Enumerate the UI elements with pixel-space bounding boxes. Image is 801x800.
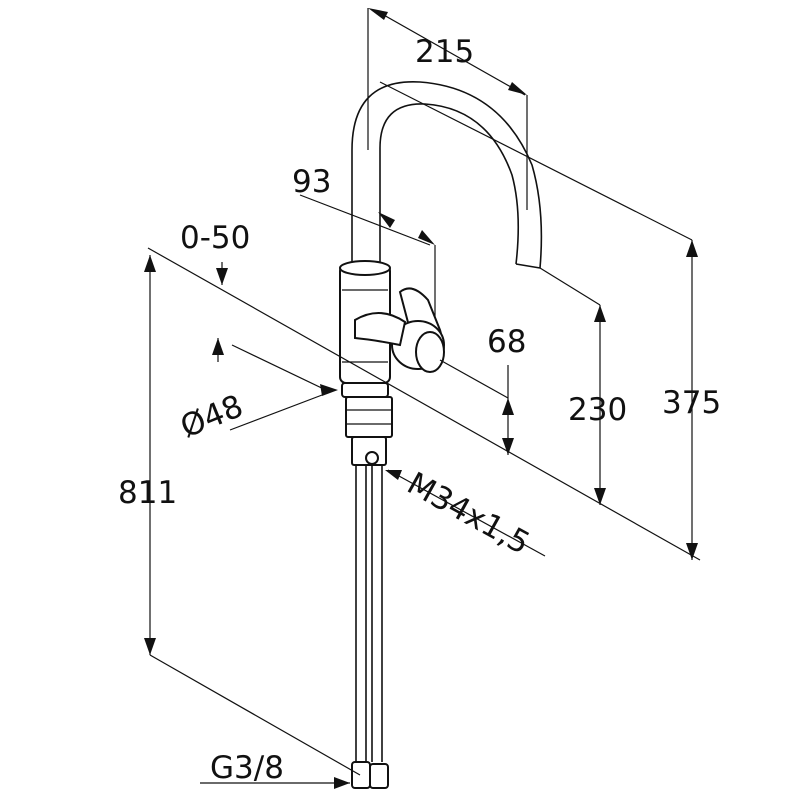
dim-label-68: 68 [487, 324, 526, 360]
dim-label-375: 375 [662, 385, 721, 421]
dim-label-215: 215 [415, 34, 474, 70]
faucet-body [339, 81, 543, 789]
base-ring [341, 382, 389, 398]
dimension-arrows [144, 8, 698, 789]
dim-label-93: 93 [292, 164, 331, 200]
spout-inner [379, 103, 520, 265]
shank-screw [365, 451, 379, 465]
supply-hoses [355, 465, 383, 762]
spout-tip [515, 263, 541, 269]
hose-fittings [351, 761, 389, 789]
dim-label-thread-m34: M34x1,5 [401, 466, 536, 562]
dim-label-0-50: 0-50 [180, 220, 250, 256]
dim-label-811: 811 [118, 475, 177, 511]
dim-label-g3-8: G3/8 [210, 750, 284, 786]
dim-label-230: 230 [568, 392, 627, 428]
dim-label-diameter-48: Ø48 [176, 388, 249, 445]
lever-handle [354, 287, 445, 373]
body-top-ring [339, 260, 391, 276]
spout-outer [351, 81, 543, 269]
mounting-nut [345, 396, 393, 438]
dimension-lines [147, 8, 701, 784]
